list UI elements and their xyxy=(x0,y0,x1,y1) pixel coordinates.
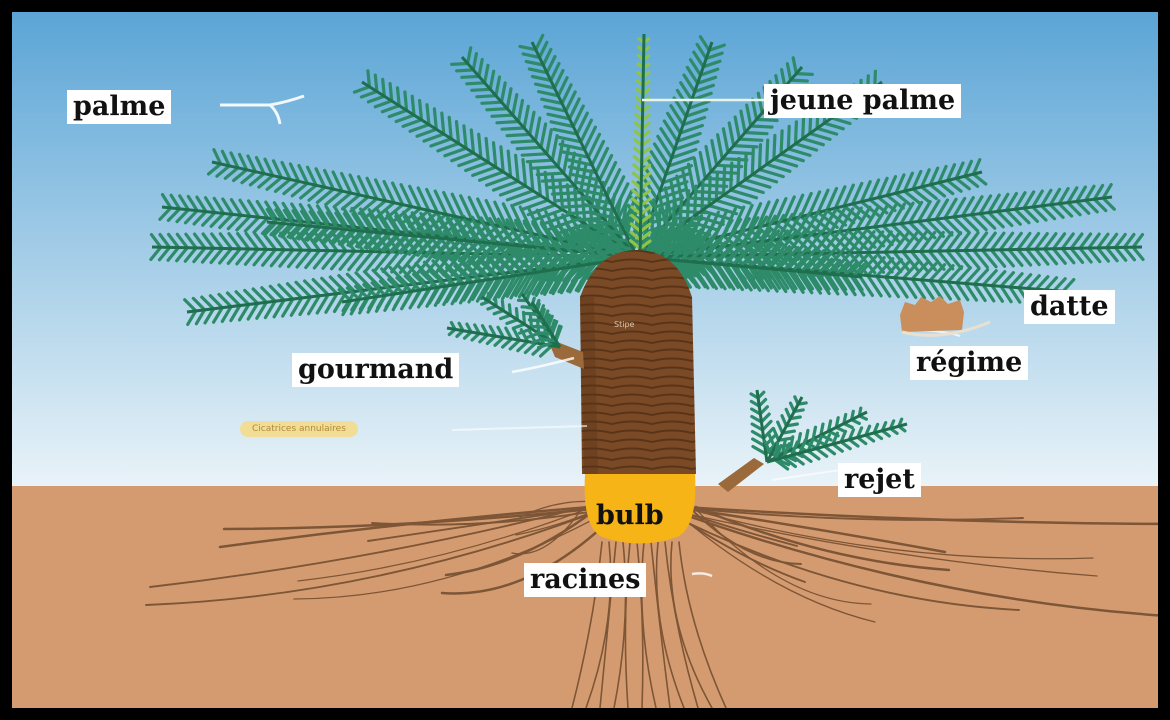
trunk xyxy=(580,250,696,474)
label-regime: régime xyxy=(910,346,1028,380)
label-datte: datte xyxy=(1024,290,1115,324)
label-stipe: Stipe xyxy=(614,320,634,329)
label-palme: palme xyxy=(67,90,171,124)
label-jeune-palme: jeune palme xyxy=(764,84,961,118)
label-cicatrices-annulaires: Cicatrices annulaires xyxy=(240,421,358,437)
label-bulb: bulb xyxy=(590,499,670,533)
label-racines: racines xyxy=(524,563,646,597)
date-palm-diagram: palme jeune palme datte régime gourmand … xyxy=(12,12,1158,708)
label-rejet: rejet xyxy=(838,463,921,497)
label-gourmand: gourmand xyxy=(292,353,459,387)
